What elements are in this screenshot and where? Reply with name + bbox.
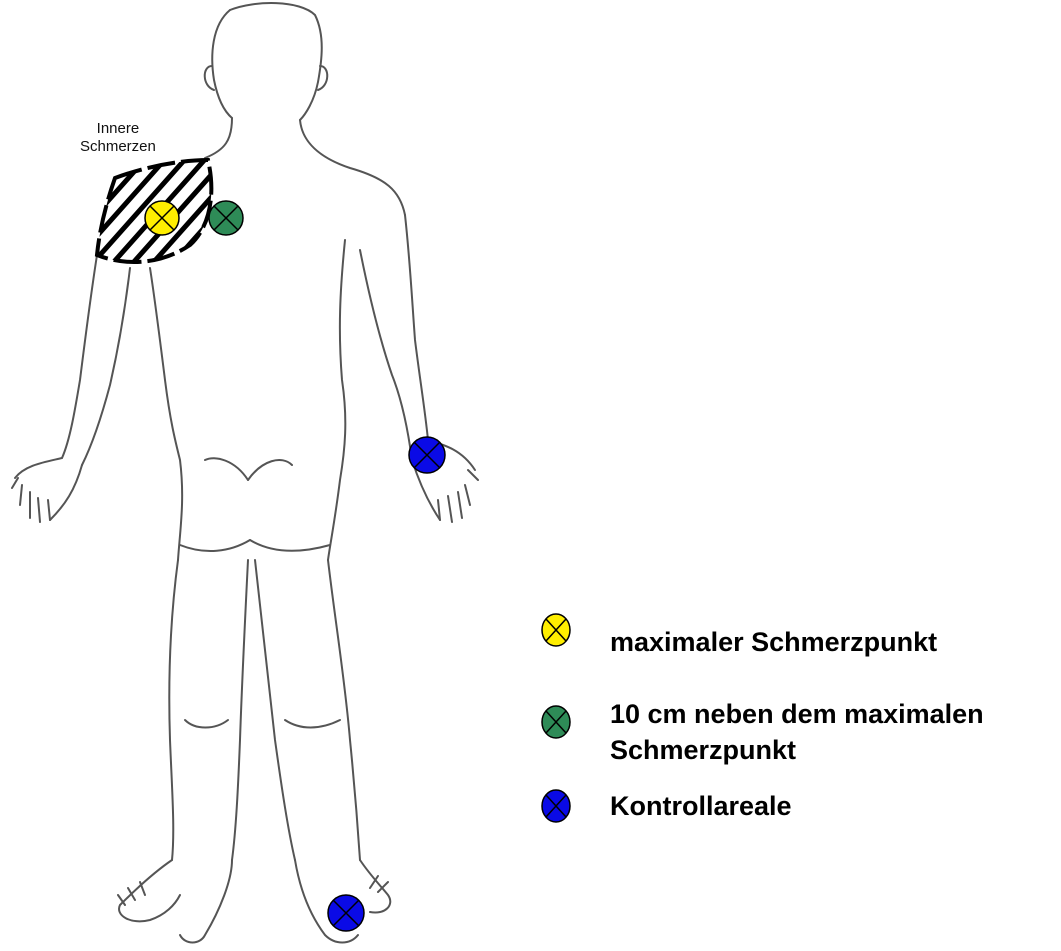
legend-label-maximum-pain: maximaler Schmerzpunkt — [610, 624, 1061, 660]
control-area-hand-marker — [409, 437, 445, 473]
legend-item-adjacent-pain: 10 cm neben dem maximalen Schmerzpunkt — [540, 696, 1061, 768]
legend-label-control-areas: Kontrollareale — [610, 788, 1061, 824]
adjacent-pain-marker — [209, 201, 243, 235]
blue-marker-icon — [540, 788, 572, 824]
legend-item-maximum-pain: maximaler Schmerzpunkt — [540, 612, 1061, 660]
yellow-marker-icon — [540, 612, 572, 648]
region-label-line-1: Innere — [80, 120, 156, 138]
legend-item-control-areas: Kontrollareale — [540, 778, 1061, 824]
region-label-line-2: Schmerzen — [80, 138, 156, 156]
maximum-pain-marker — [145, 201, 179, 235]
green-marker-icon — [540, 704, 572, 740]
control-area-foot-marker — [328, 895, 364, 931]
region-label: Innere Schmerzen — [80, 120, 156, 156]
legend-label-adjacent-pain: 10 cm neben dem maximalen Schmerzpunkt — [610, 696, 1061, 768]
